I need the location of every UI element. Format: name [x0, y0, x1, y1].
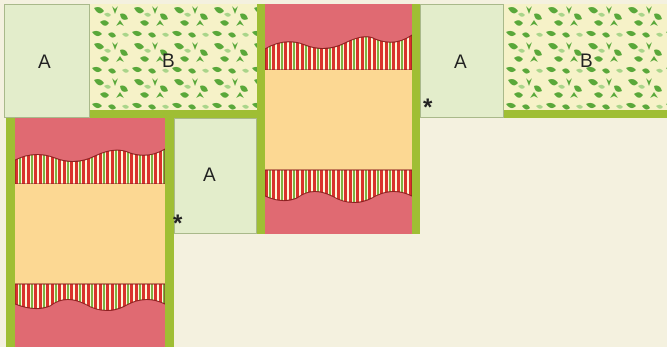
block-label: A: [38, 52, 51, 74]
block-label: B: [580, 51, 593, 73]
block-a-2: A: [420, 4, 504, 118]
striped-scallop-panel: [265, 4, 412, 234]
sashing-strip-right: [412, 4, 420, 234]
panel-block-lower: [6, 118, 174, 347]
asterisk-mark: *: [423, 96, 432, 120]
block-label: B: [162, 51, 175, 73]
striped-scallop-panel: [15, 118, 165, 347]
asterisk-mark: *: [173, 212, 182, 236]
block-b-1: B: [90, 4, 257, 118]
block-label: A: [203, 165, 216, 187]
sashing-strip-left: [6, 118, 15, 347]
sashing-strip: [90, 110, 257, 118]
block-label: A: [454, 52, 467, 74]
sashing-strip-left: [257, 4, 265, 234]
sashing-strip: [504, 110, 667, 118]
block-b-2: B: [504, 4, 667, 118]
block-a-1: A: [4, 4, 90, 118]
block-a-3: A: [174, 118, 257, 234]
panel-block-upper: [257, 4, 420, 234]
